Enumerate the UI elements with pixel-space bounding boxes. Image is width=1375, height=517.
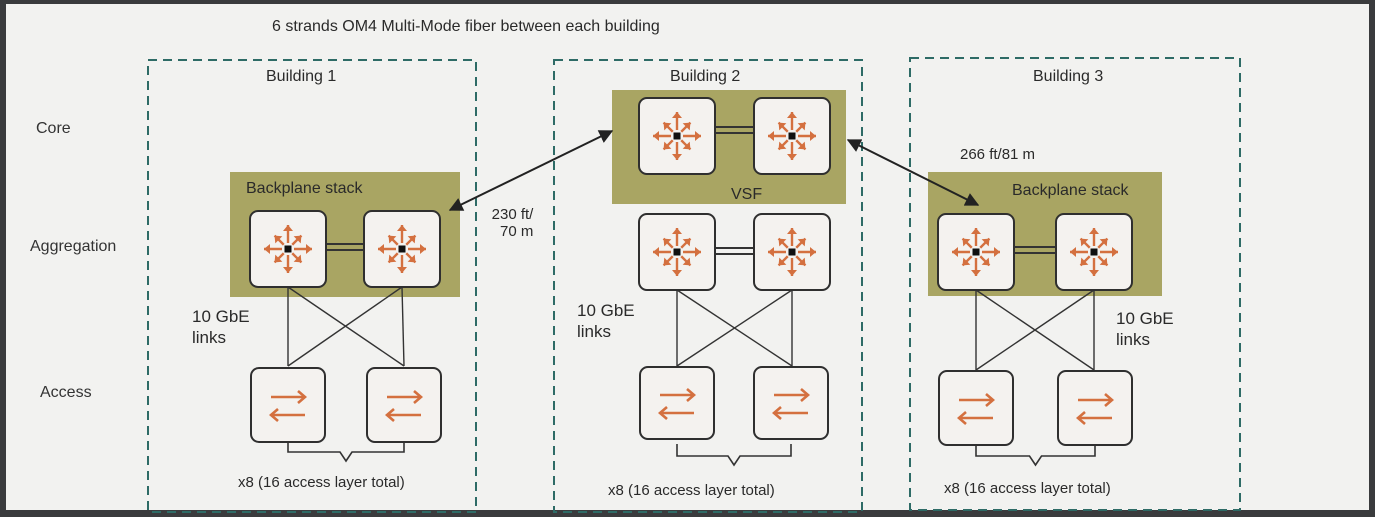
b2-access-switch-2 [753, 366, 829, 440]
routing-switch-icon [264, 225, 312, 273]
b1-access-switch-1 [250, 367, 326, 443]
layer-label-aggregation: Aggregation [30, 238, 117, 255]
building-3-title: Building 3 [1033, 68, 1104, 85]
building-2-links-label-line2: links [577, 322, 612, 341]
building-1-footer: x8 (16 access layer total) [238, 474, 405, 491]
access-switch-icon [957, 393, 995, 425]
distance-b2-b3: 266 ft/81 m [960, 146, 1036, 163]
b3-aggregation-switch-1 [937, 213, 1015, 291]
routing-switch-icon [768, 228, 816, 276]
b1-aggregation-switch-2 [363, 210, 441, 288]
routing-switch-icon [653, 228, 701, 276]
building-3-stack-label: Backplane stack [1012, 182, 1129, 199]
building-2-links-label-line1: 10 GbE [577, 301, 635, 320]
b2-core-switch-2 [753, 97, 831, 175]
b3-aggregation-switch-2 [1055, 213, 1133, 291]
fiber-link-b2-b3 [846, 139, 980, 206]
b2-aggregation-switch-1 [638, 213, 716, 291]
diagram-title: 6 strands OM4 Multi-Mode fiber between e… [272, 18, 660, 35]
access-switch-icon [658, 388, 696, 420]
building-1-links-label-line1: 10 GbE [192, 307, 250, 326]
distance-b1-b2-line2: 70 m [500, 223, 534, 240]
b3-access-switch-1 [938, 370, 1014, 446]
layer-label-access: Access [40, 384, 92, 401]
routing-switch-icon [768, 112, 816, 160]
b1-link-rr [401, 286, 405, 367]
access-switch-icon [269, 390, 307, 422]
layer-label-core: Core [36, 120, 71, 137]
fiber-link-b1-b2 [448, 130, 614, 211]
building-2-vsf-label: VSF [731, 186, 763, 203]
distance-b1-b2-line1: 230 ft/ [491, 206, 534, 223]
b2-access-brace [676, 444, 792, 467]
access-switch-icon [385, 390, 423, 422]
building-2-footer: x8 (16 access layer total) [608, 482, 775, 499]
routing-switch-icon [653, 112, 701, 160]
b2-core-switch-1 [638, 97, 716, 175]
b2-access-switch-1 [639, 366, 715, 440]
building-2-frame [553, 59, 863, 513]
b1-aggregation-switch-1 [249, 210, 327, 288]
b2-aggregation-switch-2 [753, 213, 831, 291]
building-1-title: Building 1 [266, 68, 337, 85]
b1-access-brace [287, 440, 405, 463]
b3-access-switch-2 [1057, 370, 1133, 446]
routing-switch-icon [378, 225, 426, 273]
b1-link-rl [287, 286, 403, 367]
b2-link-rl [676, 289, 793, 367]
routing-switch-icon [1070, 228, 1118, 276]
building-3-footer: x8 (16 access layer total) [944, 480, 1111, 497]
building-1-stack-label: Backplane stack [246, 180, 363, 197]
b1-access-switch-2 [366, 367, 442, 443]
b3-link-rl [975, 289, 1095, 371]
building-3-links-label-line2: links [1116, 330, 1151, 349]
b3-access-brace [975, 444, 1096, 467]
access-switch-icon [1076, 393, 1114, 425]
routing-switch-icon [952, 228, 1000, 276]
building-2-title: Building 2 [670, 68, 741, 85]
access-switch-icon [772, 388, 810, 420]
building-3-frame [909, 57, 1241, 511]
building-3-links-label-line1: 10 GbE [1116, 309, 1174, 328]
building-1-links-label-line2: links [192, 328, 227, 347]
